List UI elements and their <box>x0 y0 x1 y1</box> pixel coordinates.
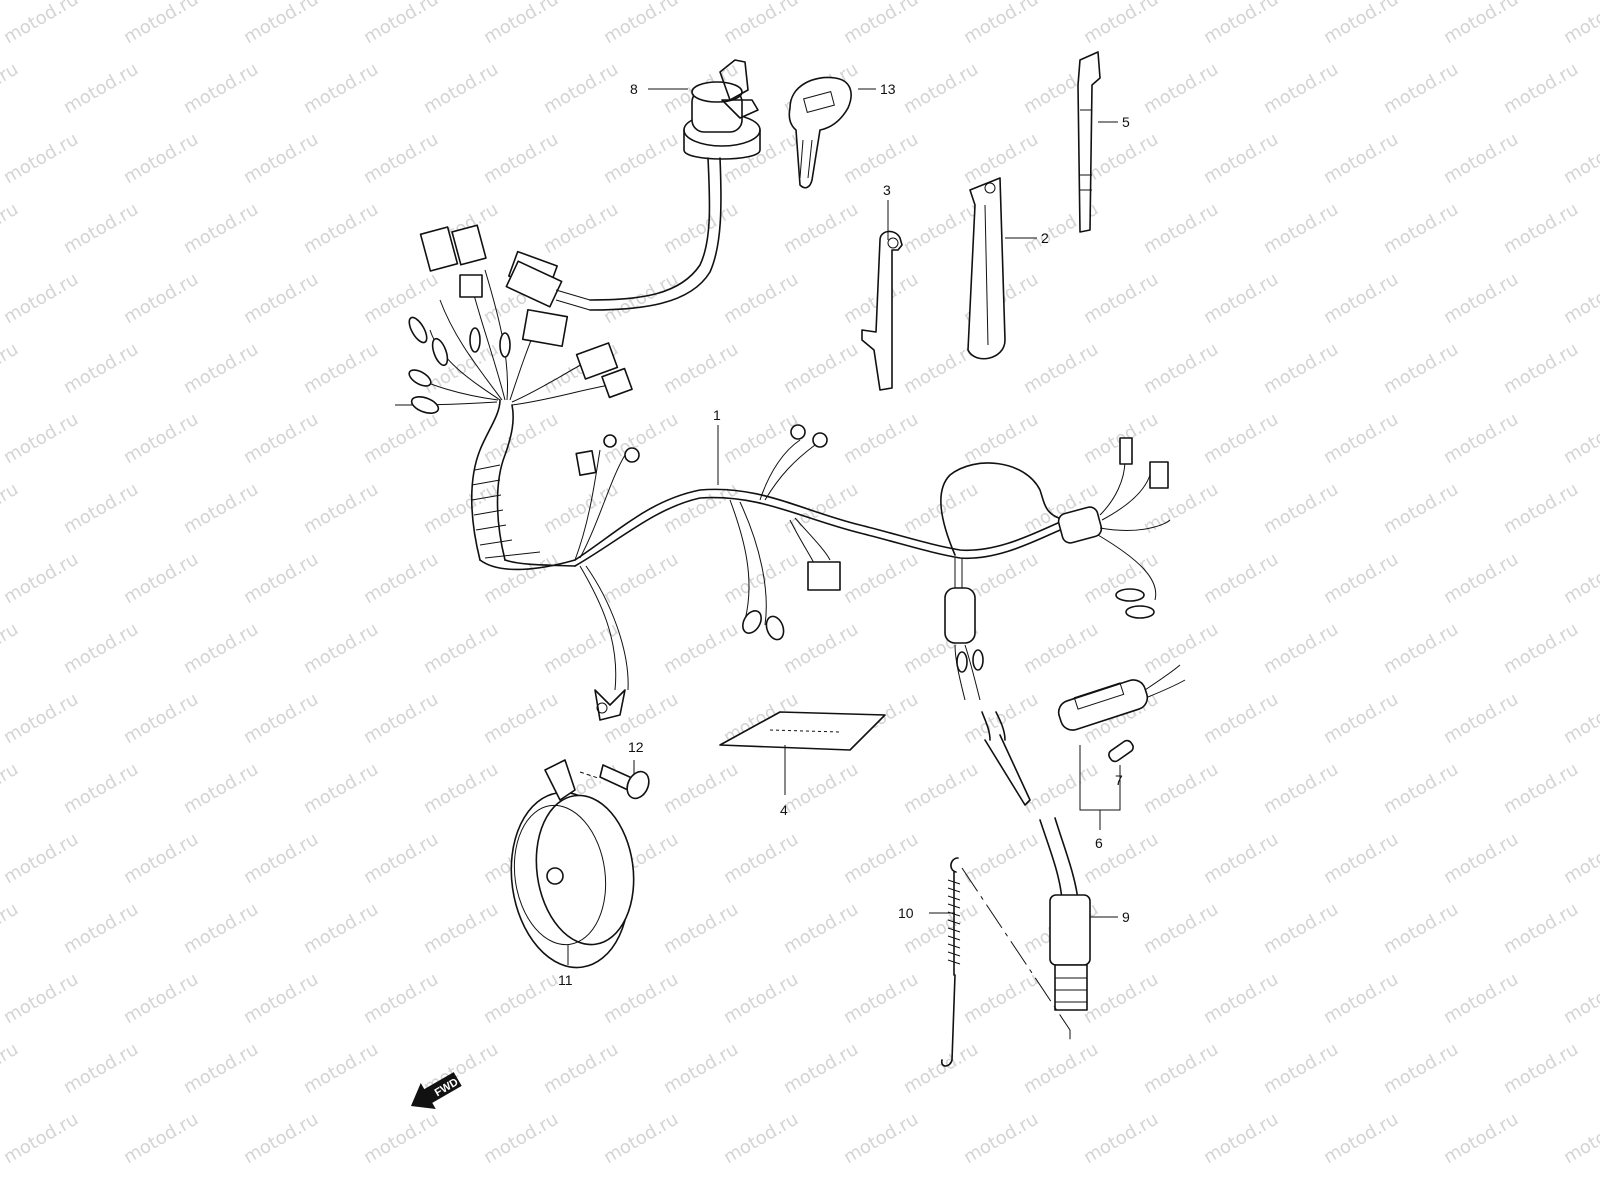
callout-6: 6 <box>1095 835 1103 851</box>
callout-8: 8 <box>630 81 638 97</box>
bolt-icon <box>579 764 650 800</box>
callout-13: 13 <box>880 81 896 97</box>
cable-tie-icon <box>1077 51 1101 233</box>
callout-9: 9 <box>1122 909 1130 925</box>
spring-icon <box>940 857 1071 1067</box>
callout-3: 3 <box>883 182 891 198</box>
label-sheet-icon <box>719 711 886 751</box>
leader-lines <box>567 88 1121 965</box>
ignition-switch-icon <box>505 59 761 311</box>
callout-labels: 8 13 5 3 2 1 12 4 7 6 9 10 11 <box>558 81 1130 988</box>
callout-4: 4 <box>780 802 788 818</box>
fuse-icon <box>1108 739 1134 763</box>
fwd-arrow-icon: FWD <box>410 1072 462 1109</box>
callout-12: 12 <box>628 739 644 755</box>
fwd-label: FWD <box>433 1076 461 1099</box>
callout-11: 11 <box>558 972 573 988</box>
horn-icon <box>510 759 635 969</box>
callout-1: 1 <box>713 407 721 423</box>
key-icon <box>788 76 852 189</box>
callout-10: 10 <box>898 905 914 921</box>
callout-2: 2 <box>1041 230 1049 246</box>
callout-5: 5 <box>1122 114 1130 130</box>
bracket-strap-icon <box>967 177 1006 360</box>
fuse-holder-icon <box>1057 664 1186 811</box>
wiring-harness-icon <box>394 224 1171 721</box>
callout-7: 7 <box>1115 772 1123 788</box>
clamp-icon <box>861 230 903 391</box>
stop-switch-icon <box>981 711 1091 1011</box>
